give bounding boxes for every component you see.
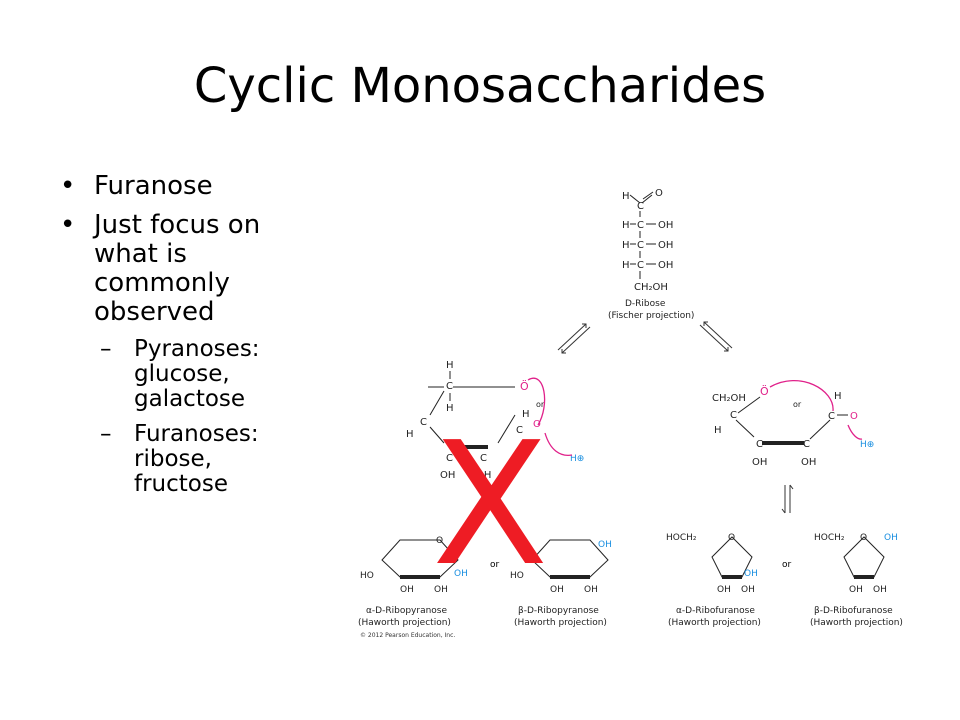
svg-text:C: C xyxy=(637,201,644,212)
svg-text:H: H xyxy=(446,403,454,414)
svg-text:HO: HO xyxy=(360,571,374,581)
svg-text:OH: OH xyxy=(873,585,887,595)
alpha-furanose-oh: OH xyxy=(744,569,758,579)
fischer-row2-left: H xyxy=(622,240,630,251)
beta-pyranose-oh: OH xyxy=(598,540,612,550)
product-2-proj: (Haworth projection) xyxy=(514,618,607,628)
copyright: © 2012 Pearson Education, Inc. xyxy=(360,632,455,639)
beta-ribopyranose: OH HO OH OH β-D-Ribopyranose (Haworth pr… xyxy=(510,539,612,628)
sub-bullet-pyranoses: Pyranoses: glucose, galactose xyxy=(100,337,310,412)
svg-text:OH: OH xyxy=(550,585,564,595)
svg-text:C: C xyxy=(637,240,644,251)
product-3-name: α-D-Ribofuranose xyxy=(676,606,755,616)
furanose-or: or xyxy=(793,400,802,409)
product-3-proj: (Haworth projection) xyxy=(668,618,761,628)
pyranose-or: or xyxy=(536,400,545,409)
sub-bullet-furanoses: Furanoses: ribose, fructose xyxy=(100,422,310,497)
pyranose-h-plus: H⊕ xyxy=(570,454,584,464)
svg-text:OH: OH xyxy=(434,585,448,595)
svg-text:C: C xyxy=(637,220,644,231)
svg-text:H: H xyxy=(522,409,530,420)
product-1-name: α-D-Ribopyranose xyxy=(366,606,447,616)
svg-text:H: H xyxy=(714,425,722,436)
svg-text:OH: OH xyxy=(717,585,731,595)
alpha-ribofuranose: O HOCH₂ OH OH OH α-D-Ribofuranose (Hawor… xyxy=(666,533,761,628)
product-4-proj: (Haworth projection) xyxy=(810,618,903,628)
pyranose-ring-o: Ö xyxy=(520,380,529,393)
svg-text:C: C xyxy=(803,439,810,450)
cross-mark: X xyxy=(432,406,548,604)
equilibrium-arrow-down xyxy=(781,484,794,514)
svg-text:C: C xyxy=(446,453,453,464)
svg-text:OH: OH xyxy=(801,457,816,468)
svg-text:OH: OH xyxy=(752,457,767,468)
svg-text:H: H xyxy=(834,391,842,402)
beta-furanose-hoch2: HOCH₂ xyxy=(814,533,845,543)
furanose-ch2oh: CH₂OH xyxy=(712,393,746,404)
bullet-list: Furanose Just focus on what is commonly … xyxy=(60,172,310,505)
fischer-caption: D-Ribose xyxy=(625,299,666,309)
slide-title: Cyclic Monosaccharides xyxy=(193,58,767,114)
equilibrium-arrow-right xyxy=(699,321,733,352)
product-2-name: β-D-Ribopyranose xyxy=(518,606,599,616)
equilibrium-arrow-left xyxy=(557,323,591,354)
svg-text:C: C xyxy=(756,439,763,450)
furanose-h-plus: H⊕ xyxy=(860,440,874,450)
fischer-cho-o: O xyxy=(655,188,663,199)
svg-text:C: C xyxy=(516,425,523,436)
svg-text:O: O xyxy=(728,533,735,543)
svg-text:OH: OH xyxy=(476,470,491,481)
svg-text:OH: OH xyxy=(584,585,598,595)
alpha-pyranose-oh: OH xyxy=(454,569,468,579)
svg-text:C: C xyxy=(637,260,644,271)
fischer-projection: H O C H C OH H C OH H C OH xyxy=(608,188,694,321)
fischer-row3-right: OH xyxy=(658,260,673,271)
svg-text:O: O xyxy=(860,533,867,543)
svg-text:C: C xyxy=(446,381,453,392)
fischer-cho-h: H xyxy=(622,191,630,202)
svg-text:C: C xyxy=(730,410,737,421)
fischer-row3-left: H xyxy=(622,260,630,271)
fischer-row1-right: OH xyxy=(658,220,673,231)
furanose-chain-structure: CH₂OH C H Ö C C OH OH C H O or H⊕ xyxy=(712,380,874,468)
svg-text:OH: OH xyxy=(849,585,863,595)
svg-text:H: H xyxy=(446,360,454,371)
svg-text:OH: OH xyxy=(741,585,755,595)
alpha-ribopyranose: O HO OH OH OH α-D-Ribopyranose (Haworth … xyxy=(358,536,468,628)
pyranose-chain-structure: H C H Ö or O H⊕ C C OH OH C H C H xyxy=(406,360,584,481)
furanose-ring-o: Ö xyxy=(760,385,769,398)
product-4-name: β-D-Ribofuranose xyxy=(814,606,893,616)
svg-text:OH: OH xyxy=(440,470,455,481)
pyranose-carbonyl-o: O xyxy=(533,419,541,430)
svg-text:C: C xyxy=(480,453,487,464)
fischer-row1-left: H xyxy=(622,220,630,231)
beta-furanose-oh: OH xyxy=(884,533,898,543)
fischer-row2-right: OH xyxy=(658,240,673,251)
svg-text:HO: HO xyxy=(510,571,524,581)
svg-text:H: H xyxy=(406,429,414,440)
furanose-carbonyl-o: O xyxy=(850,411,858,422)
product-1-proj: (Haworth projection) xyxy=(358,618,451,628)
ribose-cyclization-diagram: H O C H C OH H C OH H C OH xyxy=(358,188,903,639)
bullet-furanose: Furanose xyxy=(60,172,310,202)
beta-ribofuranose: O HOCH₂ OH OH OH β-D-Ribofuranose (Hawor… xyxy=(810,533,903,628)
svg-text:O: O xyxy=(436,536,443,546)
or-label-2: or xyxy=(782,560,792,570)
bullet-focus: Just focus on what is commonly observed xyxy=(60,211,310,327)
svg-text:OH: OH xyxy=(400,585,414,595)
svg-text:C: C xyxy=(828,411,835,422)
svg-text:C: C xyxy=(420,417,427,428)
fischer-bottom: CH₂OH xyxy=(634,282,668,293)
fischer-caption-2: (Fischer projection) xyxy=(608,311,694,321)
or-label-1: or xyxy=(490,560,500,570)
alpha-furanose-hoch2: HOCH₂ xyxy=(666,533,697,543)
